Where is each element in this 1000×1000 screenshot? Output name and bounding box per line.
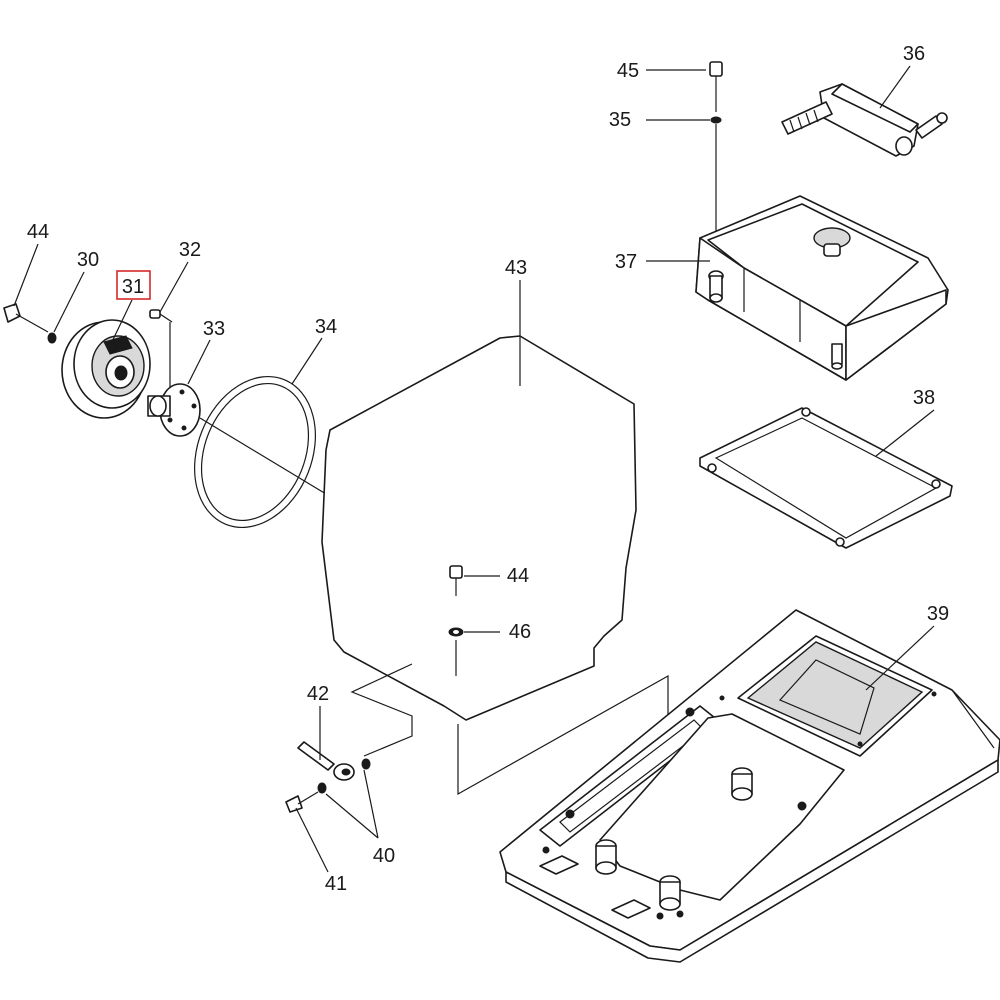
callout-44-left[interactable]: 44 <box>27 221 49 243</box>
callout-46[interactable]: 46 <box>509 621 531 643</box>
part-32-screw[interactable] <box>149 309 173 388</box>
part-31-pulley[interactable] <box>61 319 151 419</box>
callout-30[interactable]: 30 <box>77 249 99 271</box>
callout-36[interactable]: 36 <box>903 43 925 65</box>
callout-31-highlight-box <box>116 270 151 300</box>
callout-41[interactable]: 41 <box>325 873 347 895</box>
leader-lines <box>13 65 935 873</box>
part-36-handle[interactable] <box>781 83 948 157</box>
part-34-belt[interactable] <box>173 358 337 545</box>
assembly-guide-lower <box>350 663 413 757</box>
part-40-washers[interactable] <box>317 758 371 794</box>
part-30-washer[interactable] <box>47 332 57 344</box>
part-41-screw[interactable] <box>285 791 319 813</box>
part-38-gasket[interactable] <box>699 407 953 549</box>
part-35-washer[interactable] <box>710 116 722 124</box>
callout-44-center[interactable]: 44 <box>507 565 529 587</box>
callout-40[interactable]: 40 <box>373 845 395 867</box>
part-45-screw[interactable] <box>709 61 723 112</box>
part-39-base[interactable] <box>499 609 1000 963</box>
callout-39[interactable]: 39 <box>927 603 949 625</box>
callout-32[interactable]: 32 <box>179 239 201 261</box>
callout-33[interactable]: 33 <box>203 318 225 340</box>
assembly-axis-pulley <box>199 417 327 495</box>
callout-35[interactable]: 35 <box>609 109 631 131</box>
part-42-pin[interactable] <box>297 741 355 781</box>
part-46-washer[interactable] <box>448 627 464 637</box>
part-44-screw-left[interactable] <box>3 303 49 333</box>
callout-37[interactable]: 37 <box>615 251 637 273</box>
callout-45[interactable]: 45 <box>617 60 639 82</box>
callout-38[interactable]: 38 <box>913 387 935 409</box>
part-33-hub[interactable] <box>147 383 201 437</box>
callout-34[interactable]: 34 <box>315 316 337 338</box>
part-37-cover[interactable] <box>695 195 949 381</box>
callout-42[interactable]: 42 <box>307 683 329 705</box>
callout-labels: 45 35 36 37 38 44 30 31 32 33 34 43 44 4… <box>27 43 949 895</box>
callout-43[interactable]: 43 <box>505 257 527 279</box>
part-43-panel[interactable] <box>321 335 637 721</box>
callout-31[interactable]: 31 <box>122 276 144 298</box>
part-44-screw-center[interactable] <box>449 565 463 596</box>
